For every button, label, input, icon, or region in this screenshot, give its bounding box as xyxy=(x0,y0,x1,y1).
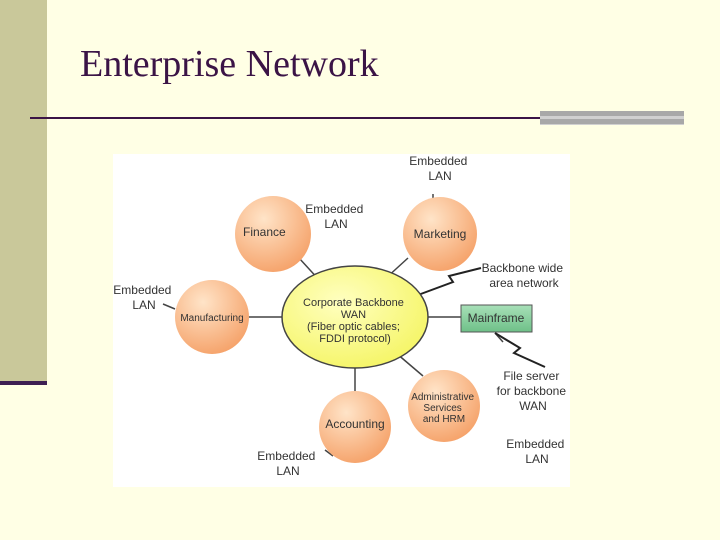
network-diagram: Finance Marketing Manufacturing Accounti… xyxy=(113,154,570,487)
node-finance-circle xyxy=(235,196,311,272)
node-admin-circle xyxy=(408,370,480,442)
label-file-server: File server for backbone WAN xyxy=(497,369,570,413)
sidebar-bottom-line xyxy=(0,381,47,385)
tick-accounting xyxy=(324,449,334,457)
node-manufacturing-label: Manufacturing xyxy=(180,313,243,324)
node-admin-label: Administrative Services and HRM xyxy=(411,392,477,425)
label-embedded-top: Embedded LAN xyxy=(409,154,470,183)
title-rule-accent xyxy=(540,111,684,125)
label-embedded-right: Embedded LAN xyxy=(506,437,567,466)
sidebar-bar xyxy=(0,0,47,383)
title-rule xyxy=(30,117,540,119)
label-embedded-finance: Embedded LAN xyxy=(305,202,366,231)
hub-ellipse xyxy=(281,265,429,369)
mainframe-label: Mainframe xyxy=(468,311,525,325)
label-embedded-left: Embedded LAN xyxy=(113,283,174,312)
network-diagram-svg: Finance Marketing Manufacturing Accounti… xyxy=(113,154,570,478)
backbone-wan-bolt xyxy=(417,267,482,296)
label-backbone-wan: Backbone wide area network xyxy=(482,261,567,290)
mainframe-box xyxy=(460,304,533,333)
label-embedded-bottom: Embedded LAN xyxy=(257,449,318,478)
file-server-bolt xyxy=(494,332,546,368)
node-accounting-label: Accounting xyxy=(325,417,384,431)
node-marketing-circle xyxy=(403,197,477,271)
node-marketing-label: Marketing xyxy=(414,227,467,241)
node-manufacturing-circle xyxy=(175,280,249,354)
hub-label: Corporate Backbone WAN (Fiber optic cabl… xyxy=(303,297,407,345)
node-finance-label: Finance xyxy=(243,225,286,239)
node-accounting-circle xyxy=(319,391,391,463)
slide-title: Enterprise Network xyxy=(80,43,379,85)
tick-manufacturing-left xyxy=(162,303,176,310)
